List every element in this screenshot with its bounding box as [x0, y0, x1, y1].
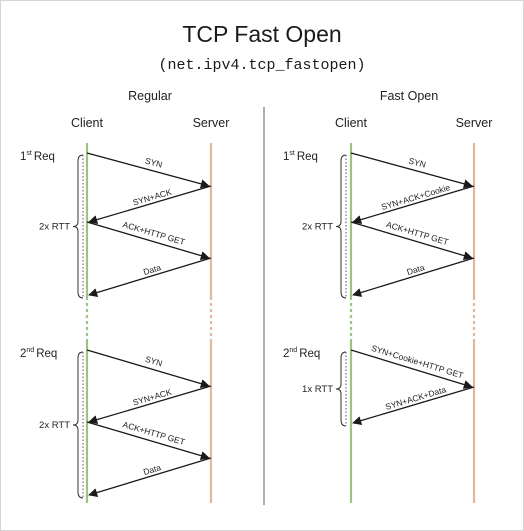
message-label: ACK+HTTP GET — [122, 419, 187, 447]
message-arrow — [88, 457, 212, 497]
message-label: SYN+ACK — [132, 387, 173, 408]
rtt-label: 2x RTT — [39, 222, 70, 233]
message-arrow — [350, 349, 473, 389]
panel-heading: Regular — [128, 89, 172, 103]
message-label: SYN — [144, 155, 163, 169]
server-label: Server — [193, 116, 230, 130]
message-arrow — [88, 385, 212, 425]
message-arrow — [88, 257, 212, 297]
message-label: SYN+ACK — [132, 187, 173, 208]
rtt-brace — [335, 154, 347, 299]
message-arrow — [350, 221, 473, 261]
rtt-brace — [72, 154, 84, 299]
message-arrow — [352, 185, 475, 225]
message-label: Data — [406, 262, 426, 277]
diagram-title: TCP Fast Open — [182, 21, 341, 47]
message-label: Data — [142, 262, 162, 277]
message-arrow — [86, 421, 210, 461]
message-label: ACK+HTTP GET — [122, 219, 187, 247]
client-label: Client — [335, 116, 367, 130]
message-arrow — [352, 257, 475, 297]
message-arrow — [352, 386, 475, 426]
message-label: SYN+ACK+Cookie — [380, 182, 451, 212]
message-label: SYN — [144, 354, 164, 369]
message-label: Data — [142, 462, 162, 477]
message-label: SYN+Cookie+HTTP GET — [370, 343, 464, 381]
message-arrow — [88, 185, 212, 225]
message-arrow — [86, 152, 210, 189]
rtt-brace — [335, 351, 347, 427]
diagram-subtitle: (net.ipv4.tcp_fastopen) — [158, 57, 365, 74]
client-label: Client — [71, 116, 103, 130]
message-label: SYN — [408, 155, 427, 169]
rtt-brace — [72, 351, 84, 499]
message-arrow — [350, 152, 473, 189]
message-arrow — [86, 349, 210, 389]
server-label: Server — [456, 116, 493, 130]
rtt-label: 1x RTT — [302, 384, 333, 395]
panel-heading: Fast Open — [380, 89, 438, 103]
message-arrow — [86, 221, 210, 261]
rtt-label: 2x RTT — [302, 222, 333, 233]
rtt-label: 2x RTT — [39, 420, 70, 431]
message-label: ACK+HTTP GET — [385, 219, 450, 247]
